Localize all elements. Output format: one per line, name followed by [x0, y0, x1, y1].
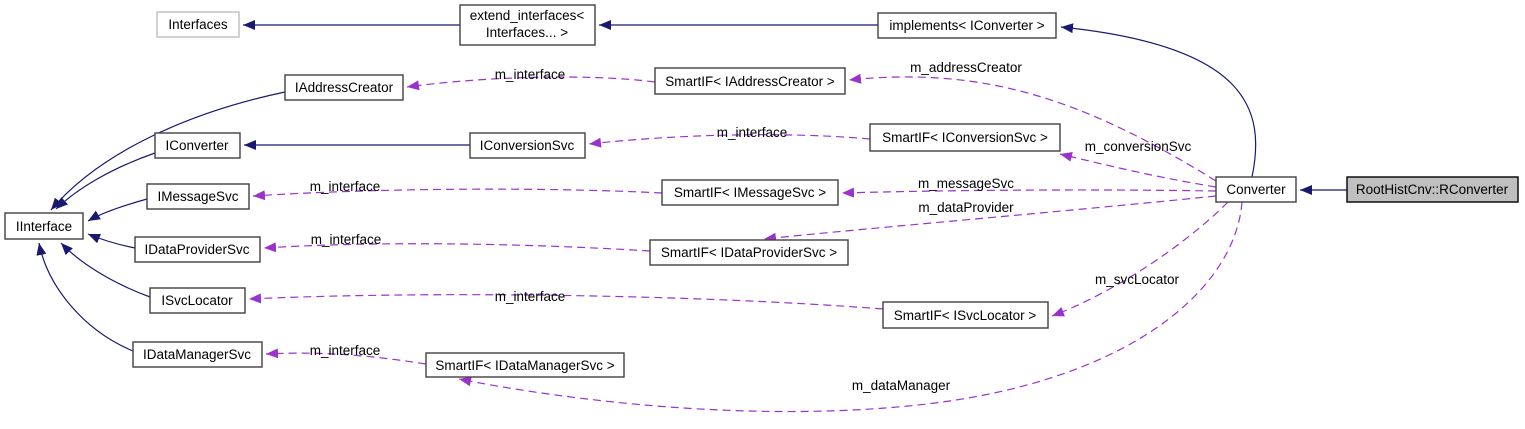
edge-label-m-interface-5: m_interface [495, 289, 566, 304]
node-smartif-isvclocator-label: SmartIF< ISvcLocator > [894, 308, 1037, 323]
edge-inherit-isvclocator-to-iinterface [60, 242, 151, 298]
node-imessagesvc-box[interactable] [146, 183, 250, 210]
node-smartif-iaddresscreator[interactable]: SmartIF< IAddressCreator > [654, 67, 846, 95]
node-interfaces-label: Interfaces [168, 17, 228, 32]
node-smartif-iconversionsvc[interactable]: SmartIF< IConversionSvc > [869, 123, 1061, 152]
node-extend-interfaces-line2: Interfaces... > [486, 25, 568, 40]
edge-usage-smartifidataprovidersvc-to-idataprovidersvc [263, 242, 651, 253]
node-extend-interfaces-box[interactable] [459, 4, 596, 46]
node-imessagesvc[interactable]: IMessageSvc [146, 183, 250, 210]
node-isvclocator-label: ISvcLocator [161, 293, 233, 308]
node-iaddresscreator[interactable]: IAddressCreator [284, 74, 404, 101]
node-idatamanagersvc-label: IDataManagerSvc [143, 347, 251, 362]
edge-inherit-idatamanagersvc-to-iinterface [36, 242, 134, 352]
edge-inherit-idataprovidersvc-to-iinterface [87, 233, 136, 249]
node-converter-box[interactable] [1215, 176, 1297, 203]
edge-usage-smartificonversionsvc-to-iconversionsvc [588, 134, 871, 148]
edge-label-m-interface-2: m_interface [717, 125, 788, 140]
edge-inherit-converter-to-implements [1060, 23, 1257, 178]
node-smartif-idataprovidersvc-box[interactable] [649, 239, 849, 266]
edge-usage-smartifimessagesvc-to-imessagesvc [252, 188, 663, 201]
node-iinterface-box[interactable] [4, 212, 84, 240]
node-idatamanagersvc-box[interactable] [132, 341, 263, 368]
edge-label-m-conversionsvc: m_conversionSvc [1085, 139, 1192, 154]
node-smartif-imessagesvc-label: SmartIF< IMessageSvc > [674, 185, 826, 200]
node-iaddresscreator-box[interactable] [284, 74, 404, 101]
edge-label-m-interface-3: m_interface [310, 179, 381, 194]
node-smartif-imessagesvc-box[interactable] [661, 179, 839, 206]
edge-usage-smartifaddresscreator-to-iaddresscreator [406, 76, 656, 91]
node-converter-label: Converter [1226, 182, 1286, 197]
edge-usage-converter-conversionsvc [1059, 151, 1217, 188]
node-smartif-iaddresscreator-label: SmartIF< IAddressCreator > [665, 74, 835, 89]
node-smartif-isvclocator[interactable]: SmartIF< ISvcLocator > [882, 301, 1049, 329]
edge-label-m-interface-6: m_interface [310, 343, 381, 358]
node-iconverter-box[interactable] [154, 132, 241, 159]
node-extend-interfaces[interactable]: extend_interfaces< Interfaces... > [459, 4, 596, 46]
node-iinterface-label: IInterface [16, 219, 72, 234]
node-iinterface[interactable]: IInterface [4, 212, 84, 240]
edge-label-m-interface-4: m_interface [311, 232, 382, 247]
node-roothistcnv-rconverter-box [1346, 176, 1519, 203]
node-iconverter[interactable]: IConverter [154, 132, 241, 159]
node-iconversionsvc-box[interactable] [469, 132, 586, 159]
node-smartif-imessagesvc[interactable]: SmartIF< IMessageSvc > [661, 179, 839, 206]
edge-inherit-iaddresscreator-to-iinterface [50, 91, 286, 211]
edge-label-m-interface-1: m_interface [495, 67, 566, 82]
node-extend-interfaces-line1: extend_interfaces< [470, 8, 585, 23]
node-smartif-idatamanagersvc-box[interactable] [425, 352, 625, 378]
node-isvclocator[interactable]: ISvcLocator [149, 287, 246, 314]
edge-usage-smartifidatamanagersvc-to-idatamanagersvc [265, 348, 427, 365]
edge-label-m-messagesvc: m_messageSvc [918, 176, 1014, 191]
node-isvclocator-box[interactable] [149, 287, 246, 314]
node-iconversionsvc[interactable]: IConversionSvc [469, 132, 586, 159]
edge-inherit-imessagesvc-to-iinterface [87, 198, 148, 222]
edge-label-m-svclocator: m_svcLocator [1095, 272, 1180, 287]
edge-label-m-datamanager: m_dataManager [852, 378, 951, 393]
node-smartif-isvclocator-box[interactable] [882, 301, 1049, 329]
node-smartif-iaddresscreator-box[interactable] [654, 67, 846, 95]
node-converter[interactable]: Converter [1215, 176, 1297, 203]
edge-usage-converter-dataprovider [763, 195, 1217, 243]
node-smartif-idatamanagersvc[interactable]: SmartIF< IDataManagerSvc > [425, 352, 625, 378]
node-interfaces-box [156, 11, 240, 38]
node-smartif-idataprovidersvc-label: SmartIF< IDataProviderSvc > [661, 245, 837, 260]
node-roothistcnv-rconverter-label: RootHistCnv::RConverter [1356, 182, 1509, 197]
node-smartif-idatamanagersvc-label: SmartIF< IDataManagerSvc > [435, 358, 614, 373]
node-idatamanagersvc[interactable]: IDataManagerSvc [132, 341, 263, 368]
edge-usage-smartifisvclocator-to-isvclocator [248, 293, 884, 310]
node-implements-iconverter-box[interactable] [877, 12, 1057, 39]
node-smartif-iconversionsvc-label: SmartIF< IConversionSvc > [882, 130, 1048, 145]
edge-usage-converter-addresscreator [848, 73, 1217, 182]
edge-usage-converter-messagesvc [841, 187, 1217, 198]
node-implements-iconverter-label: implements< IConverter > [889, 18, 1044, 33]
node-smartif-iconversionsvc-box[interactable] [869, 123, 1061, 152]
node-interfaces: Interfaces [156, 11, 240, 38]
node-imessagesvc-label: IMessageSvc [157, 189, 238, 204]
edge-usage-converter-datamanager [458, 201, 1243, 413]
node-idataprovidersvc-label: IDataProviderSvc [144, 242, 249, 257]
edge-label-m-addresscreator: m_addressCreator [910, 60, 1022, 75]
node-idataprovidersvc[interactable]: IDataProviderSvc [134, 236, 261, 263]
edge-label-m-dataprovider: m_dataProvider [918, 200, 1014, 215]
edge-inherit-iconverter-to-iinterface [55, 152, 156, 210]
node-implements-iconverter[interactable]: implements< IConverter > [877, 12, 1057, 39]
node-iaddresscreator-label: IAddressCreator [295, 80, 394, 95]
edge-usage-converter-svclocator [1051, 201, 1229, 317]
node-smartif-idataprovidersvc[interactable]: SmartIF< IDataProviderSvc > [649, 239, 849, 266]
node-iconverter-label: IConverter [165, 138, 229, 153]
node-roothistcnv-rconverter: RootHistCnv::RConverter [1346, 176, 1519, 203]
node-iconversionsvc-label: IConversionSvc [480, 138, 575, 153]
node-idataprovidersvc-box[interactable] [134, 236, 261, 263]
